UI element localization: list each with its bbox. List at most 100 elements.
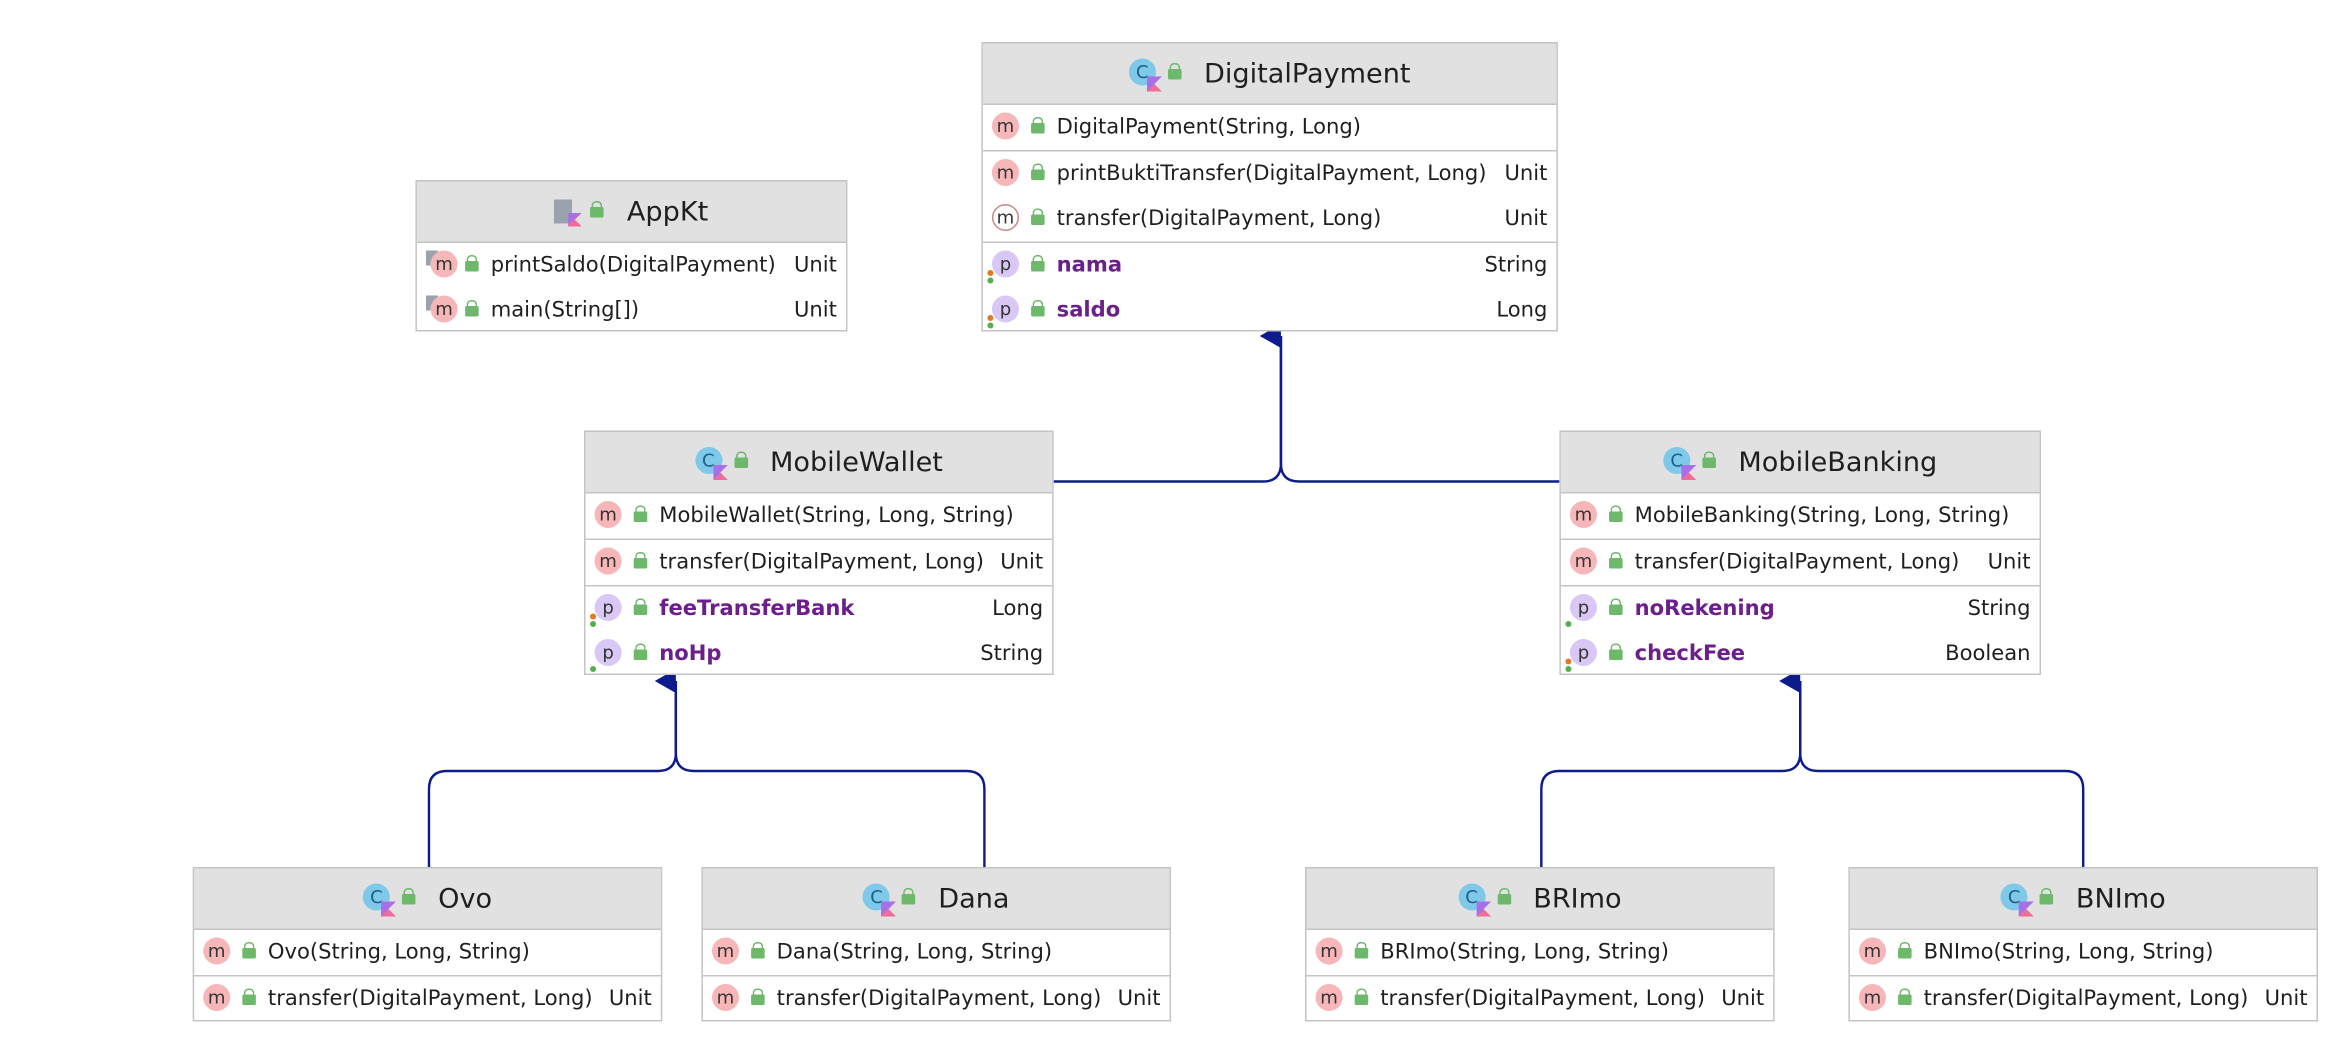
public-lock-icon bbox=[633, 643, 649, 662]
method-row[interactable]: m transfer(DigitalPayment, Long) Unit bbox=[1849, 975, 2317, 1022]
method-row[interactable]: m printSaldo(DigitalPayment) Unit bbox=[417, 243, 846, 288]
property-row[interactable]: p feeTransferBank Long bbox=[586, 587, 1053, 632]
method-row[interactable]: m DigitalPayment(String, Long) bbox=[983, 105, 1556, 150]
class-bnimo[interactable]: C BNImo m BNImo(String, Long, String) m … bbox=[1848, 867, 2319, 1022]
public-lock-icon bbox=[733, 451, 749, 470]
public-lock-icon bbox=[402, 888, 417, 906]
class-appkt[interactable]: AppKt m printSaldo(DigitalPayment) Unit … bbox=[415, 180, 848, 333]
public-lock-icon bbox=[751, 942, 766, 960]
method-row[interactable]: m MobileBanking(String, Long, String) bbox=[1561, 494, 2040, 539]
public-lock-icon bbox=[1497, 888, 1512, 906]
public-lock-icon bbox=[1609, 598, 1624, 617]
properties-section: p nama String p saldo Long bbox=[983, 243, 1556, 333]
method-icon: m bbox=[1858, 937, 1889, 968]
edge-bnimo-to-mobilebanking bbox=[1779, 669, 2085, 867]
top-level-function-icon: m bbox=[425, 295, 458, 326]
class-dana[interactable]: C Dana m Dana(String, Long, String) m tr… bbox=[701, 867, 1172, 1022]
public-lock-icon bbox=[633, 598, 649, 617]
public-lock-icon bbox=[1031, 163, 1046, 182]
public-lock-icon bbox=[465, 255, 480, 273]
properties-section: p noRekening String p checkFee Boolean bbox=[1561, 587, 2040, 677]
class-header: C Ovo bbox=[194, 868, 661, 930]
property-row[interactable]: p noRekening String bbox=[1561, 587, 2040, 632]
method-row[interactable]: m MobileWallet(String, Long, String) bbox=[586, 494, 1053, 539]
methods-section: m MobileBanking(String, Long, String) m … bbox=[1560, 494, 2040, 587]
public-lock-icon bbox=[1354, 988, 1370, 1007]
method-row[interactable]: m BNImo(String, Long, String) bbox=[1850, 930, 2317, 975]
class-title: Dana bbox=[938, 882, 1010, 915]
method-icon: m bbox=[594, 501, 625, 531]
method-icon: m bbox=[203, 937, 233, 968]
class-mobilewallet[interactable]: C MobileWallet m MobileWallet(String, Lo… bbox=[584, 430, 1054, 677]
public-lock-icon bbox=[1609, 552, 1624, 570]
method-icon: m bbox=[711, 937, 742, 968]
property-icon: p bbox=[987, 250, 1022, 284]
class-icon: C bbox=[1663, 447, 1697, 480]
methods-section: m printSaldo(DigitalPayment) Unit m main… bbox=[417, 243, 846, 333]
property-row[interactable]: p saldo Long bbox=[983, 288, 1556, 333]
public-lock-icon bbox=[902, 888, 917, 906]
edge-brimo-to-mobilebanking bbox=[1540, 681, 1802, 867]
class-icon: C bbox=[1457, 883, 1492, 917]
public-lock-icon bbox=[1898, 942, 1913, 960]
class-title: Ovo bbox=[438, 882, 493, 915]
method-row[interactable]: m transfer(DigitalPayment, Long) Unit bbox=[1560, 538, 2040, 586]
class-header: C DigitalPayment bbox=[982, 43, 1557, 105]
class-header: C MobileBanking bbox=[1560, 432, 2040, 494]
property-row[interactable]: p nama String bbox=[983, 243, 1556, 288]
class-mobilebanking[interactable]: C MobileBanking m MobileBanking(String, … bbox=[1559, 430, 2042, 677]
public-lock-icon bbox=[1609, 643, 1624, 662]
class-header: AppKt bbox=[416, 181, 846, 243]
methods-section: m BNImo(String, Long, String) m transfer… bbox=[1849, 930, 2317, 1022]
class-title: MobileWallet bbox=[770, 446, 943, 478]
methods-section: m BRImo(String, Long, String) m transfer… bbox=[1306, 930, 1774, 1022]
class-icon: C bbox=[862, 883, 897, 917]
edge-ovo-to-mobilewallet bbox=[427, 681, 678, 867]
property-icon: p bbox=[987, 295, 1022, 329]
method-row[interactable]: m transfer(DigitalPayment, Long) Unit bbox=[1306, 975, 1774, 1022]
public-lock-icon bbox=[1167, 63, 1183, 81]
class-ovo[interactable]: C Ovo m Ovo(String, Long, String) m tran… bbox=[192, 867, 663, 1022]
method-row[interactable]: m transfer(DigitalPayment, Long) Unit bbox=[194, 975, 661, 1022]
methods-section: m Dana(String, Long, String) m transfer(… bbox=[702, 930, 1170, 1022]
class-title: DigitalPayment bbox=[1204, 57, 1411, 90]
method-icon: m bbox=[594, 547, 625, 578]
method-row[interactable]: m transfer(DigitalPayment, Long) Unit bbox=[702, 975, 1170, 1022]
class-brimo[interactable]: C BRImo m BRImo(String, Long, String) m … bbox=[1305, 867, 1775, 1022]
class-digitalpayment[interactable]: C DigitalPayment m DigitalPayment(String… bbox=[981, 42, 1558, 333]
method-icon: m bbox=[203, 984, 233, 1014]
methods-section: m MobileWallet(String, Long, String) m t… bbox=[585, 494, 1053, 587]
edge-mobilewallet-to-digitalpayment bbox=[1053, 336, 1283, 483]
public-lock-icon bbox=[1031, 255, 1046, 273]
public-lock-icon bbox=[1898, 988, 1913, 1007]
class-header: C BNImo bbox=[1849, 868, 2317, 930]
public-lock-icon bbox=[633, 505, 649, 524]
method-row[interactable]: m printBuktiTransfer(DigitalPayment, Lon… bbox=[982, 150, 1557, 197]
class-icon: C bbox=[2000, 883, 2034, 917]
property-row[interactable]: p checkFee Boolean bbox=[1561, 632, 2040, 677]
method-row[interactable]: m transfer(DigitalPayment, Long) Unit bbox=[585, 538, 1053, 586]
property-icon: p bbox=[590, 594, 625, 627]
method-row[interactable]: m Ovo(String, Long, String) bbox=[194, 930, 661, 975]
class-header: C BRImo bbox=[1306, 868, 1774, 930]
method-icon: m bbox=[1315, 984, 1346, 1014]
method-icon: m bbox=[1315, 937, 1346, 968]
method-row[interactable]: m transfer(DigitalPayment, Long) Unit bbox=[983, 197, 1556, 242]
method-row[interactable]: m BRImo(String, Long, String) bbox=[1307, 930, 1774, 975]
method-row[interactable]: m main(String[]) Unit bbox=[417, 288, 846, 333]
class-icon: C bbox=[362, 883, 396, 917]
public-lock-icon bbox=[1609, 505, 1624, 524]
top-level-function-icon: m bbox=[425, 250, 458, 281]
public-lock-icon bbox=[1031, 208, 1046, 227]
class-icon: C bbox=[694, 447, 728, 480]
public-lock-icon bbox=[1031, 300, 1046, 318]
method-icon: m bbox=[991, 112, 1022, 143]
properties-section: p feeTransferBank Long p noHp String bbox=[586, 587, 1053, 677]
method-row[interactable]: m Dana(String, Long, String) bbox=[703, 930, 1170, 975]
property-row[interactable]: p noHp String bbox=[586, 632, 1053, 677]
edge-mobilebanking-to-digitalpayment bbox=[1259, 324, 1560, 483]
property-icon: p bbox=[1565, 639, 1600, 672]
class-header: C MobileWallet bbox=[585, 432, 1053, 494]
